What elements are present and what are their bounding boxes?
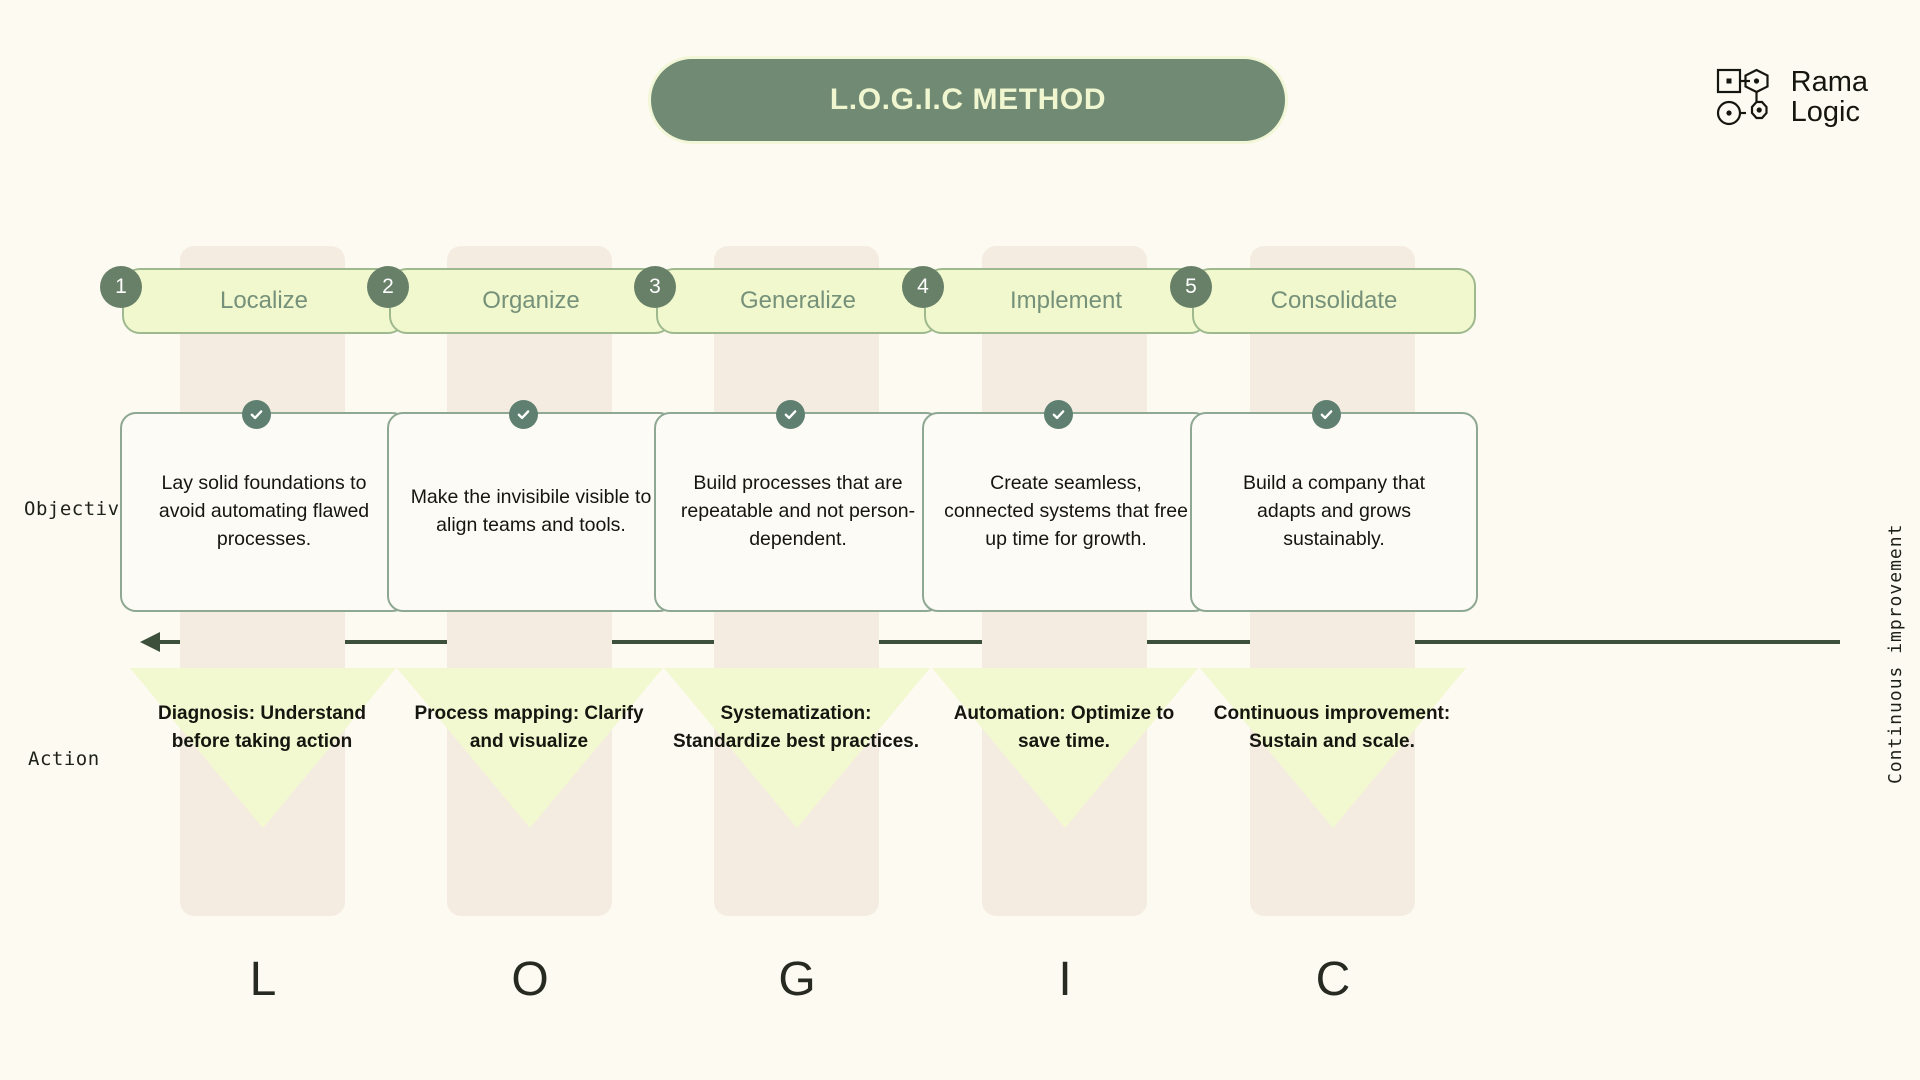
objective-text: Make the invisibile visible to align tea…	[410, 486, 652, 536]
objective-card: Make the invisibile visible to align tea…	[387, 412, 675, 612]
acronym-letter: G	[778, 953, 816, 1006]
action-triangle-icon	[130, 668, 396, 828]
action-triangle-icon	[932, 668, 1198, 828]
brand-wordmark: Rama Logic	[1790, 65, 1868, 128]
action-text: Continuous improvement: Sustain and scal…	[1213, 703, 1451, 752]
action-triangle-icon	[1200, 668, 1466, 828]
brand-logo: Rama Logic	[1715, 66, 1868, 128]
step-number-badge: 2	[367, 266, 409, 308]
check-circle-icon	[1312, 400, 1341, 429]
step-number-badge: 5	[1170, 266, 1212, 308]
action-triangle-icon	[397, 668, 663, 828]
step-label-pill[interactable]: Implement	[924, 268, 1208, 334]
acronym-letter: I	[1058, 953, 1072, 1006]
step-label: Localize	[219, 287, 309, 314]
page-title: L.O.G.I.C METHOD	[829, 83, 1107, 116]
acronym-letter: O	[511, 953, 549, 1006]
check-circle-icon	[242, 400, 271, 429]
step-number-badge: 4	[902, 266, 944, 308]
acronym-letter: L	[249, 953, 277, 1006]
step-label: Implement	[1009, 287, 1123, 314]
brand-line-2: Logic	[1790, 96, 1860, 128]
step-label-pill[interactable]: Localize	[122, 268, 406, 334]
step-number-badge: 1	[100, 266, 142, 308]
check-circle-icon	[1044, 400, 1073, 429]
check-circle-icon	[509, 400, 538, 429]
objective-text: Lay solid foundations to avoid automatin…	[158, 472, 370, 550]
objective-text: Build processes that are repeatable and …	[680, 472, 916, 550]
action-text: Systematization: Standardize best practi…	[672, 703, 920, 752]
node-graph-icon	[1716, 68, 1769, 126]
brand-line-1: Rama	[1790, 65, 1868, 98]
objective-card: Lay solid foundations to avoid automatin…	[120, 412, 408, 612]
step-number-badge: 3	[634, 266, 676, 308]
step-label: Consolidate	[1270, 287, 1398, 314]
action-text: Automation: Optimize to save time.	[953, 703, 1175, 752]
objective-text: Create seamless, connected systems that …	[944, 472, 1188, 550]
row-label-action: Action	[28, 748, 100, 770]
action-text: Diagnosis: Understand before taking acti…	[158, 703, 366, 752]
objective-card: Create seamless, connected systems that …	[922, 412, 1210, 612]
objective-card: Build a company that adapts and grows su…	[1190, 412, 1478, 612]
step-label: Organize	[482, 287, 580, 314]
page-title-pill: L.O.G.I.C METHOD	[648, 56, 1288, 144]
action-triangle-icon	[664, 668, 930, 828]
acronym-letter: C	[1315, 953, 1351, 1006]
check-circle-icon	[776, 400, 805, 429]
step-label-pill[interactable]: Consolidate	[1192, 268, 1476, 334]
step-label-pill[interactable]: Organize	[389, 268, 673, 334]
objective-text: Build a company that adapts and grows su…	[1242, 472, 1426, 550]
step-label-pill[interactable]: Generalize	[656, 268, 940, 334]
step-label: Generalize	[739, 287, 857, 314]
action-text: Process mapping: Clarify and visualize	[414, 703, 644, 752]
objective-card: Build processes that are repeatable and …	[654, 412, 942, 612]
row-label-objective: Objective	[24, 498, 132, 520]
